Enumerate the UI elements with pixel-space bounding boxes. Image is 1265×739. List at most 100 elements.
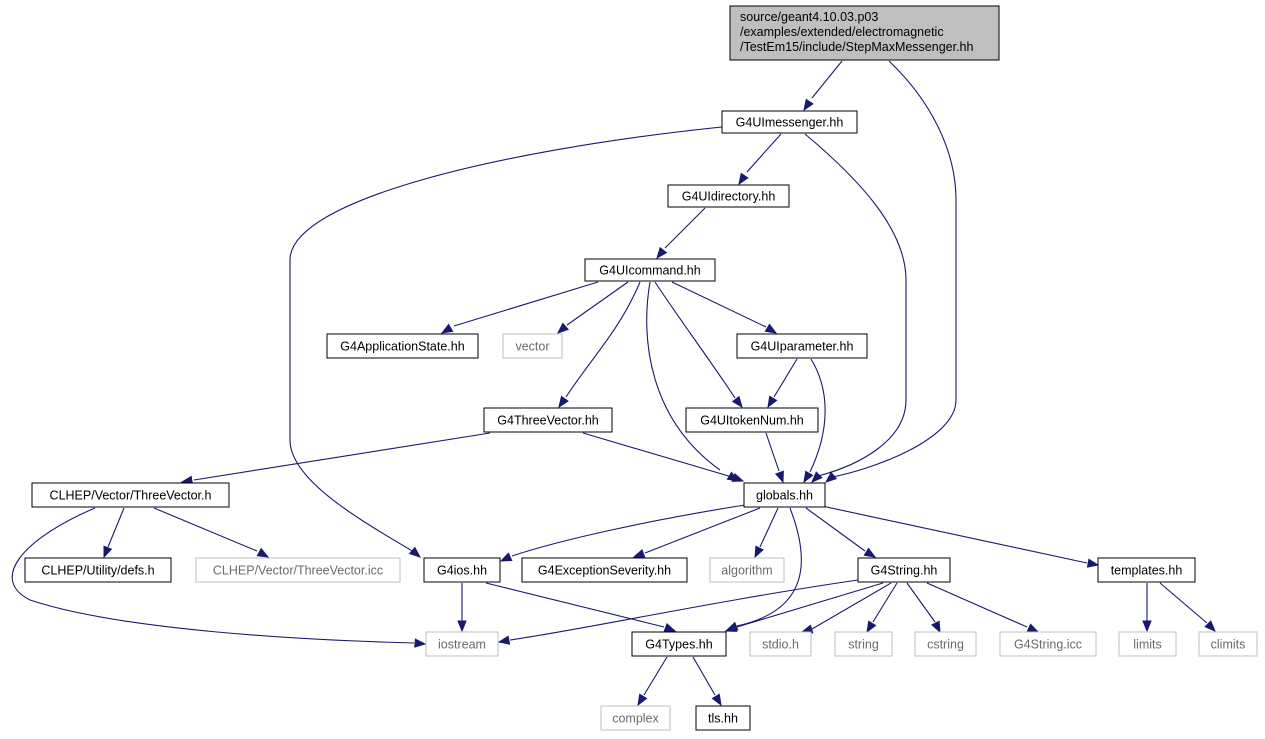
node-label: G4ThreeVector.hh xyxy=(497,414,599,428)
node-label: templates.hh xyxy=(1111,564,1183,578)
edge-globals-to-templates xyxy=(821,505,1100,568)
node-label: G4UIcommand.hh xyxy=(599,264,700,278)
node-box xyxy=(502,333,563,359)
edge-G4ThreeVector-to-CLHEPThreeVector xyxy=(180,432,491,485)
edge-line xyxy=(736,582,884,628)
edge-CLHEPThreeVector-to-iostream xyxy=(11,507,427,648)
node-label: CLHEP/Vector/ThreeVector.icc xyxy=(213,564,383,578)
edge-line xyxy=(664,207,706,249)
node-box xyxy=(685,407,819,433)
node-string: string xyxy=(834,631,893,657)
node-label: globals.hh xyxy=(756,489,813,503)
node-box xyxy=(667,184,790,208)
node-G4ApplicationState[interactable]: G4ApplicationState.hh xyxy=(326,333,479,359)
node-G4String[interactable]: G4String.hh xyxy=(857,557,951,583)
node-G4ExceptionSeverity[interactable]: G4ExceptionSeverity.hh xyxy=(521,557,688,583)
edge-line xyxy=(926,582,1028,628)
node-label: G4UIdirectory.hh xyxy=(682,190,776,204)
edge-G4UImessenger-to-G4ios xyxy=(289,126,723,558)
edge-G4UIparameter-to-G4UItokenNum xyxy=(767,358,798,409)
node-vector: vector xyxy=(502,333,563,359)
node-box xyxy=(834,631,893,657)
node-label: G4ios.hh xyxy=(437,564,487,578)
node-tls[interactable]: tls.hh xyxy=(695,705,751,731)
node-box xyxy=(425,631,499,657)
edge-root-to-G4UImessenger xyxy=(803,60,843,112)
node-label: algorithm xyxy=(721,564,772,578)
edge-templates-to-limits xyxy=(1142,583,1152,633)
node-label: cstring xyxy=(927,638,964,652)
node-G4ThreeVector[interactable]: G4ThreeVector.hh xyxy=(483,407,613,433)
node-box xyxy=(914,631,977,657)
edge-line xyxy=(565,281,641,398)
edge-line xyxy=(193,432,491,481)
node-box xyxy=(729,5,1000,61)
node-box xyxy=(195,557,401,583)
edge-G4UIparameter-to-globals xyxy=(803,358,826,484)
edge-arrowhead xyxy=(824,471,838,483)
edge-globals-to-algorithm xyxy=(754,507,779,559)
edge-line xyxy=(906,582,936,623)
edge-arrowhead xyxy=(931,620,941,634)
node-label: tls.hh xyxy=(708,712,738,726)
edge-line xyxy=(809,358,826,473)
edge-arrowhead xyxy=(499,552,513,562)
edge-line xyxy=(485,582,665,628)
node-climits: climits xyxy=(1198,631,1258,657)
node-label: limits xyxy=(1133,638,1161,652)
edge-G4String-to-G4StringIcc xyxy=(926,582,1040,633)
node-box xyxy=(695,705,751,731)
edge-CLHEPThreeVector-to-CLHEPdefs xyxy=(103,507,125,559)
node-templates[interactable]: templates.hh xyxy=(1097,557,1196,583)
edge-arrowhead xyxy=(866,620,877,634)
node-label: climits xyxy=(1211,638,1246,652)
edge-G4UIcommand-to-G4ApplicationState xyxy=(440,281,599,334)
node-CLHEPdefs[interactable]: CLHEP/Utility/defs.h xyxy=(24,557,172,583)
edge-G4UIcommand-to-vector xyxy=(556,281,629,334)
edges-layer xyxy=(11,60,1216,707)
node-G4UIcommand[interactable]: G4UIcommand.hh xyxy=(584,258,716,282)
node-label: G4Types.hh xyxy=(645,638,712,652)
node-G4UIdirectory[interactable]: G4UIdirectory.hh xyxy=(667,184,790,208)
node-label: G4ExceptionSeverity.hh xyxy=(538,564,671,578)
node-G4ios[interactable]: G4ios.hh xyxy=(423,557,501,583)
edge-line xyxy=(804,133,907,477)
edge-arrowhead xyxy=(656,246,668,260)
edge-arrowhead xyxy=(731,472,745,482)
node-G4UItokenNum[interactable]: G4UItokenNum.hh xyxy=(685,407,819,433)
edge-arrowhead xyxy=(637,693,648,707)
node-G4Types[interactable]: G4Types.hh xyxy=(631,631,727,657)
edge-line xyxy=(759,507,779,548)
edge-arrowhead xyxy=(774,470,784,484)
node-G4UImessenger[interactable]: G4UImessenger.hh xyxy=(721,110,858,134)
node-label: string xyxy=(848,638,879,652)
edge-G4ios-to-G4Types xyxy=(485,582,677,632)
node-G4UIparameter[interactable]: G4UIparameter.hh xyxy=(736,333,868,359)
edge-line xyxy=(644,507,761,554)
node-box xyxy=(521,557,688,583)
edge-line xyxy=(566,281,629,326)
node-CLHEPThreeVector[interactable]: CLHEP/Vector/ThreeVector.h xyxy=(31,482,230,508)
node-label: G4UImessenger.hh xyxy=(736,116,844,130)
node-box xyxy=(31,482,230,508)
node-complex: complex xyxy=(600,705,671,731)
node-iostream: iostream xyxy=(425,631,499,657)
node-label: source/geant4.10.03.p03 xyxy=(740,10,878,24)
edge-arrowhead xyxy=(1204,620,1216,632)
node-stdio: stdio.h xyxy=(749,631,812,657)
edge-line xyxy=(509,579,859,641)
node-box xyxy=(326,333,479,359)
edge-line xyxy=(736,507,802,627)
edge-arrowhead xyxy=(863,547,877,558)
node-label: /TestEm15/include/StepMaxMessenger.hh xyxy=(740,40,974,54)
edge-G4String-to-iostream xyxy=(497,579,859,645)
node-label: stdio.h xyxy=(762,638,799,652)
node-root[interactable]: source/geant4.10.03.p03/examples/extende… xyxy=(729,5,1000,61)
edge-arrowhead xyxy=(1026,623,1040,633)
node-globals[interactable]: globals.hh xyxy=(743,482,826,508)
edge-arrowhead xyxy=(558,395,569,409)
edge-line xyxy=(453,281,599,327)
edge-CLHEPThreeVector-to-ThreeVectorIcc xyxy=(153,507,270,558)
node-label: CLHEP/Vector/ThreeVector.h xyxy=(50,489,212,503)
